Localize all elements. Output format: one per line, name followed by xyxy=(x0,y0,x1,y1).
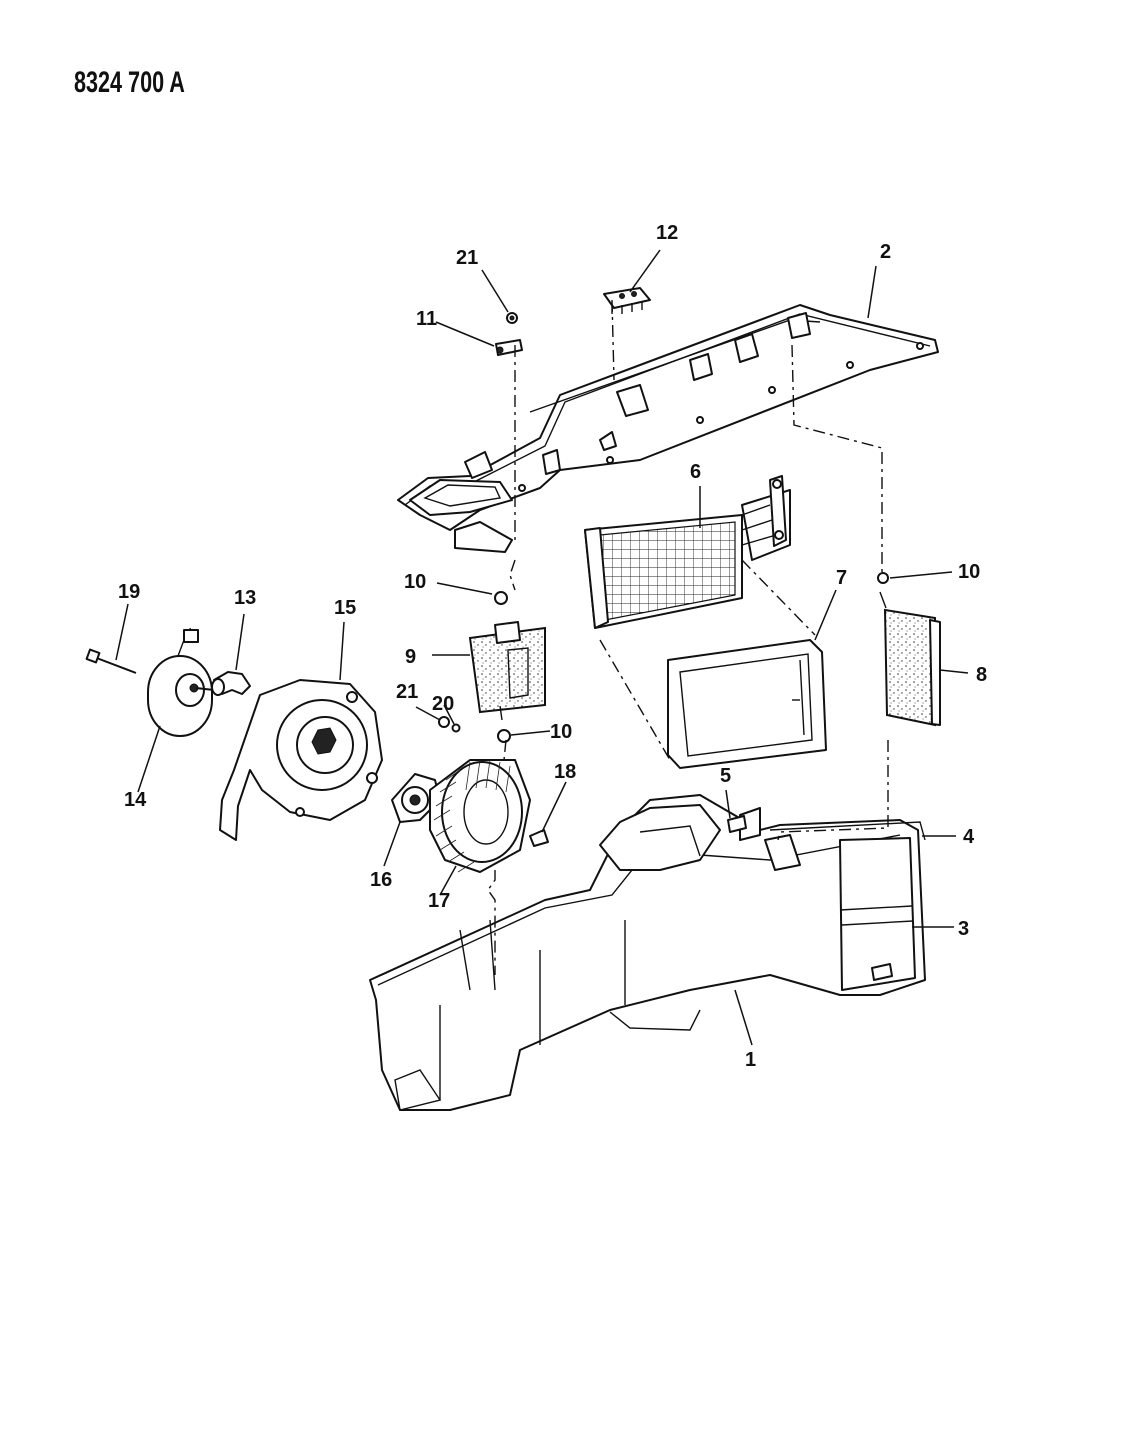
filter-pad xyxy=(879,591,941,727)
callout-18: 18 xyxy=(554,761,576,783)
callout-1: 1 xyxy=(745,1049,756,1071)
callout-17: 17 xyxy=(428,890,450,912)
callout-8: 8 xyxy=(976,664,987,686)
housing-seal-strip xyxy=(769,821,926,841)
callout-15: 15 xyxy=(334,597,356,619)
blend-door-actuator xyxy=(468,621,546,721)
mounting-screw xyxy=(85,648,137,674)
upper-housing-cover xyxy=(397,304,939,553)
callout-10-upper: 10 xyxy=(404,571,426,593)
callout-16: 16 xyxy=(370,869,392,891)
callout-13: 13 xyxy=(234,587,256,609)
wheel-clip xyxy=(529,829,549,847)
assembly-guide-lines xyxy=(487,299,889,975)
callout-5: 5 xyxy=(720,765,731,787)
blower-mounting-plate xyxy=(219,679,383,841)
washer xyxy=(451,723,461,733)
callout-10-lower: 10 xyxy=(550,721,572,743)
callout-4: 4 xyxy=(963,826,975,848)
bushing-right xyxy=(877,572,889,584)
callout-7: 7 xyxy=(836,567,847,589)
callout-21-lower: 21 xyxy=(396,681,418,703)
callout-9: 9 xyxy=(405,646,416,668)
leader-lines xyxy=(115,249,969,1046)
bushing-upper xyxy=(494,591,508,605)
callout-labels: 1 2 3 4 5 6 7 8 9 10 10 10 11 12 13 14 1… xyxy=(118,222,987,1071)
core-seal-frame xyxy=(667,639,827,769)
mounting-bracket xyxy=(495,339,523,356)
lower-housing xyxy=(369,794,926,1111)
heater-core xyxy=(584,475,791,629)
blower-wheel xyxy=(429,759,531,873)
callout-14: 14 xyxy=(124,789,147,811)
callout-20: 20 xyxy=(432,693,454,715)
callout-21-top: 21 xyxy=(456,247,478,269)
housing-door-panel xyxy=(839,837,916,991)
callout-11: 11 xyxy=(416,308,437,330)
callout-3: 3 xyxy=(958,918,969,940)
housing-latch xyxy=(727,815,747,833)
callout-12: 12 xyxy=(656,222,678,244)
retaining-nut-lower xyxy=(438,716,450,728)
control-switch-plate xyxy=(603,287,651,314)
diagram-code: 8324 700 A xyxy=(74,66,185,99)
callout-10-right: 10 xyxy=(958,561,980,583)
callout-6: 6 xyxy=(690,461,701,483)
retaining-nut-top xyxy=(506,312,518,324)
motor-vent-tube xyxy=(211,671,251,696)
bushing-lower xyxy=(497,729,511,743)
callout-2: 2 xyxy=(880,241,891,263)
callout-19: 19 xyxy=(118,581,140,603)
